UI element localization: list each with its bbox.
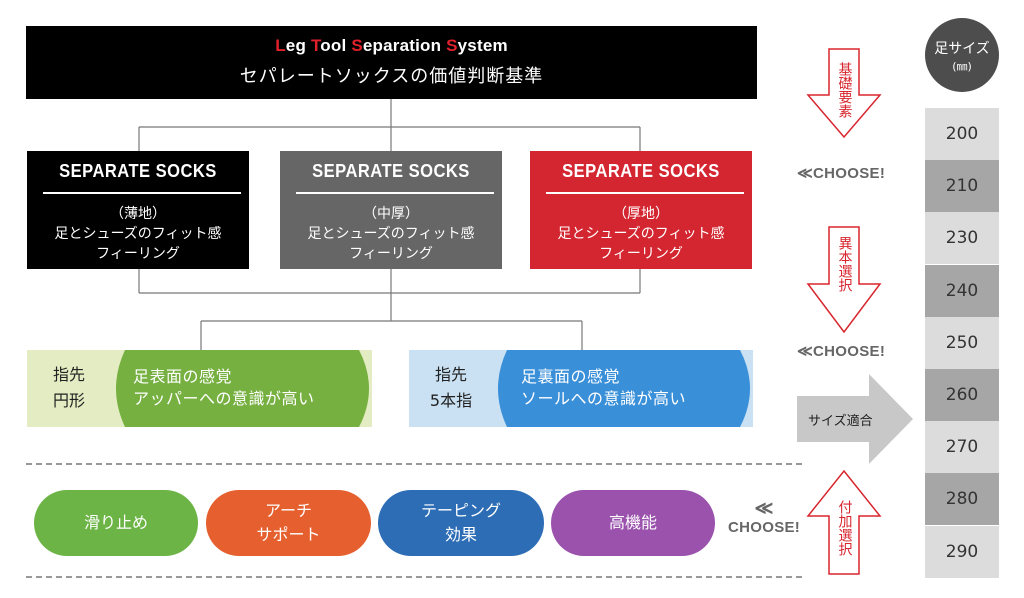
- size-fit-label: サイズ適合: [808, 414, 873, 429]
- divider: [43, 192, 241, 194]
- addon-selection-label: 付加選択: [836, 500, 853, 556]
- sock-thin-title: SEPARATE SOCKS: [59, 161, 217, 181]
- system-subtitle: セパレートソックスの価値判断基準: [239, 66, 544, 87]
- choose-label-3: ≪ CHOOSE!: [728, 498, 801, 536]
- sock-thick-feeling: フィーリング: [599, 246, 683, 262]
- foot-size-cell: 270: [925, 421, 999, 474]
- foot-size-cell: 280: [925, 473, 999, 526]
- sock-thick-title: SEPARATE SOCKS: [562, 161, 720, 181]
- basic-element-arrow-down: [806, 48, 882, 139]
- sock-thick-box: SEPARATE SOCKS （厚地） 足とシューズのフィット感 フィーリング: [530, 151, 752, 269]
- sock-medium-desc: 足とシューズのフィット感: [307, 226, 475, 242]
- sock-medium-title: SEPARATE SOCKS: [312, 161, 470, 181]
- extra-nonslip: 滑り止め: [34, 490, 198, 556]
- foot-size-cell: 290: [925, 525, 999, 578]
- sense-sole-text: 足裏面の感覚ソールへの意識が高い: [521, 367, 687, 408]
- foot-size-cell: 230: [925, 212, 999, 265]
- choose-label-1: ≪CHOOSE!: [797, 165, 886, 182]
- sock-thick-weight: （厚地）: [613, 206, 669, 222]
- foot-size-cell: 240: [925, 264, 999, 317]
- sock-medium-feeling: フィーリング: [349, 246, 433, 262]
- foot-size-cell: 250: [925, 316, 999, 369]
- basic-element-label: 基礎要素: [836, 62, 853, 118]
- alt-selection-label: 異本選択: [836, 236, 853, 292]
- divider: [546, 192, 744, 194]
- foot-size-header: 足サイズ (㎜): [925, 18, 999, 92]
- system-title: Leg Tool Separation System: [275, 36, 508, 55]
- sense-upper-box: 指先円形 足表面の感覚アッパーへの意識が高い: [27, 350, 372, 427]
- system-header: Leg Tool Separation System セパレートソックスの価値判…: [26, 26, 757, 99]
- foot-size-cell: 200: [925, 108, 999, 160]
- foot-size-cell: 210: [925, 160, 999, 213]
- sense-upper-label: 指先円形: [52, 365, 85, 410]
- sense-sole-shape: [409, 350, 753, 427]
- sock-medium-box: SEPARATE SOCKS （中厚） 足とシューズのフィット感 フィーリング: [280, 151, 502, 269]
- sock-medium-weight: （中厚）: [363, 206, 419, 222]
- double-chevron-left-icon: ≪: [754, 498, 774, 518]
- double-chevron-left-icon: ≪: [797, 165, 814, 182]
- double-chevron-left-icon: ≪: [797, 343, 814, 360]
- extra-taping-effect: テーピング効果: [378, 490, 544, 556]
- choose-label-2: ≪CHOOSE!: [797, 343, 886, 360]
- sock-thin-weight: （薄地）: [110, 206, 166, 222]
- sock-thin-feeling: フィーリング: [96, 246, 180, 262]
- foot-size-cell: 260: [925, 369, 999, 421]
- alt-selection-arrow-down: [806, 226, 882, 334]
- sock-thin-desc: 足とシューズのフィット感: [54, 226, 222, 242]
- dashed-separator-top: [26, 463, 802, 465]
- sock-thick-desc: 足とシューズのフィット感: [557, 226, 725, 242]
- sock-thin-box: SEPARATE SOCKS （薄地） 足とシューズのフィット感 フィーリング: [27, 151, 249, 269]
- sense-upper-text: 足表面の感覚アッパーへの意識が高い: [133, 367, 315, 408]
- sense-upper-shape: [27, 350, 372, 427]
- dashed-separator-bottom: [26, 576, 802, 578]
- extra-arch-support: アーチサポート: [206, 490, 371, 556]
- addon-selection-arrow-up: [806, 470, 882, 575]
- extra-high-function: 高機能: [551, 490, 715, 556]
- divider: [296, 192, 494, 194]
- size-fit-arrow-right: [797, 374, 913, 464]
